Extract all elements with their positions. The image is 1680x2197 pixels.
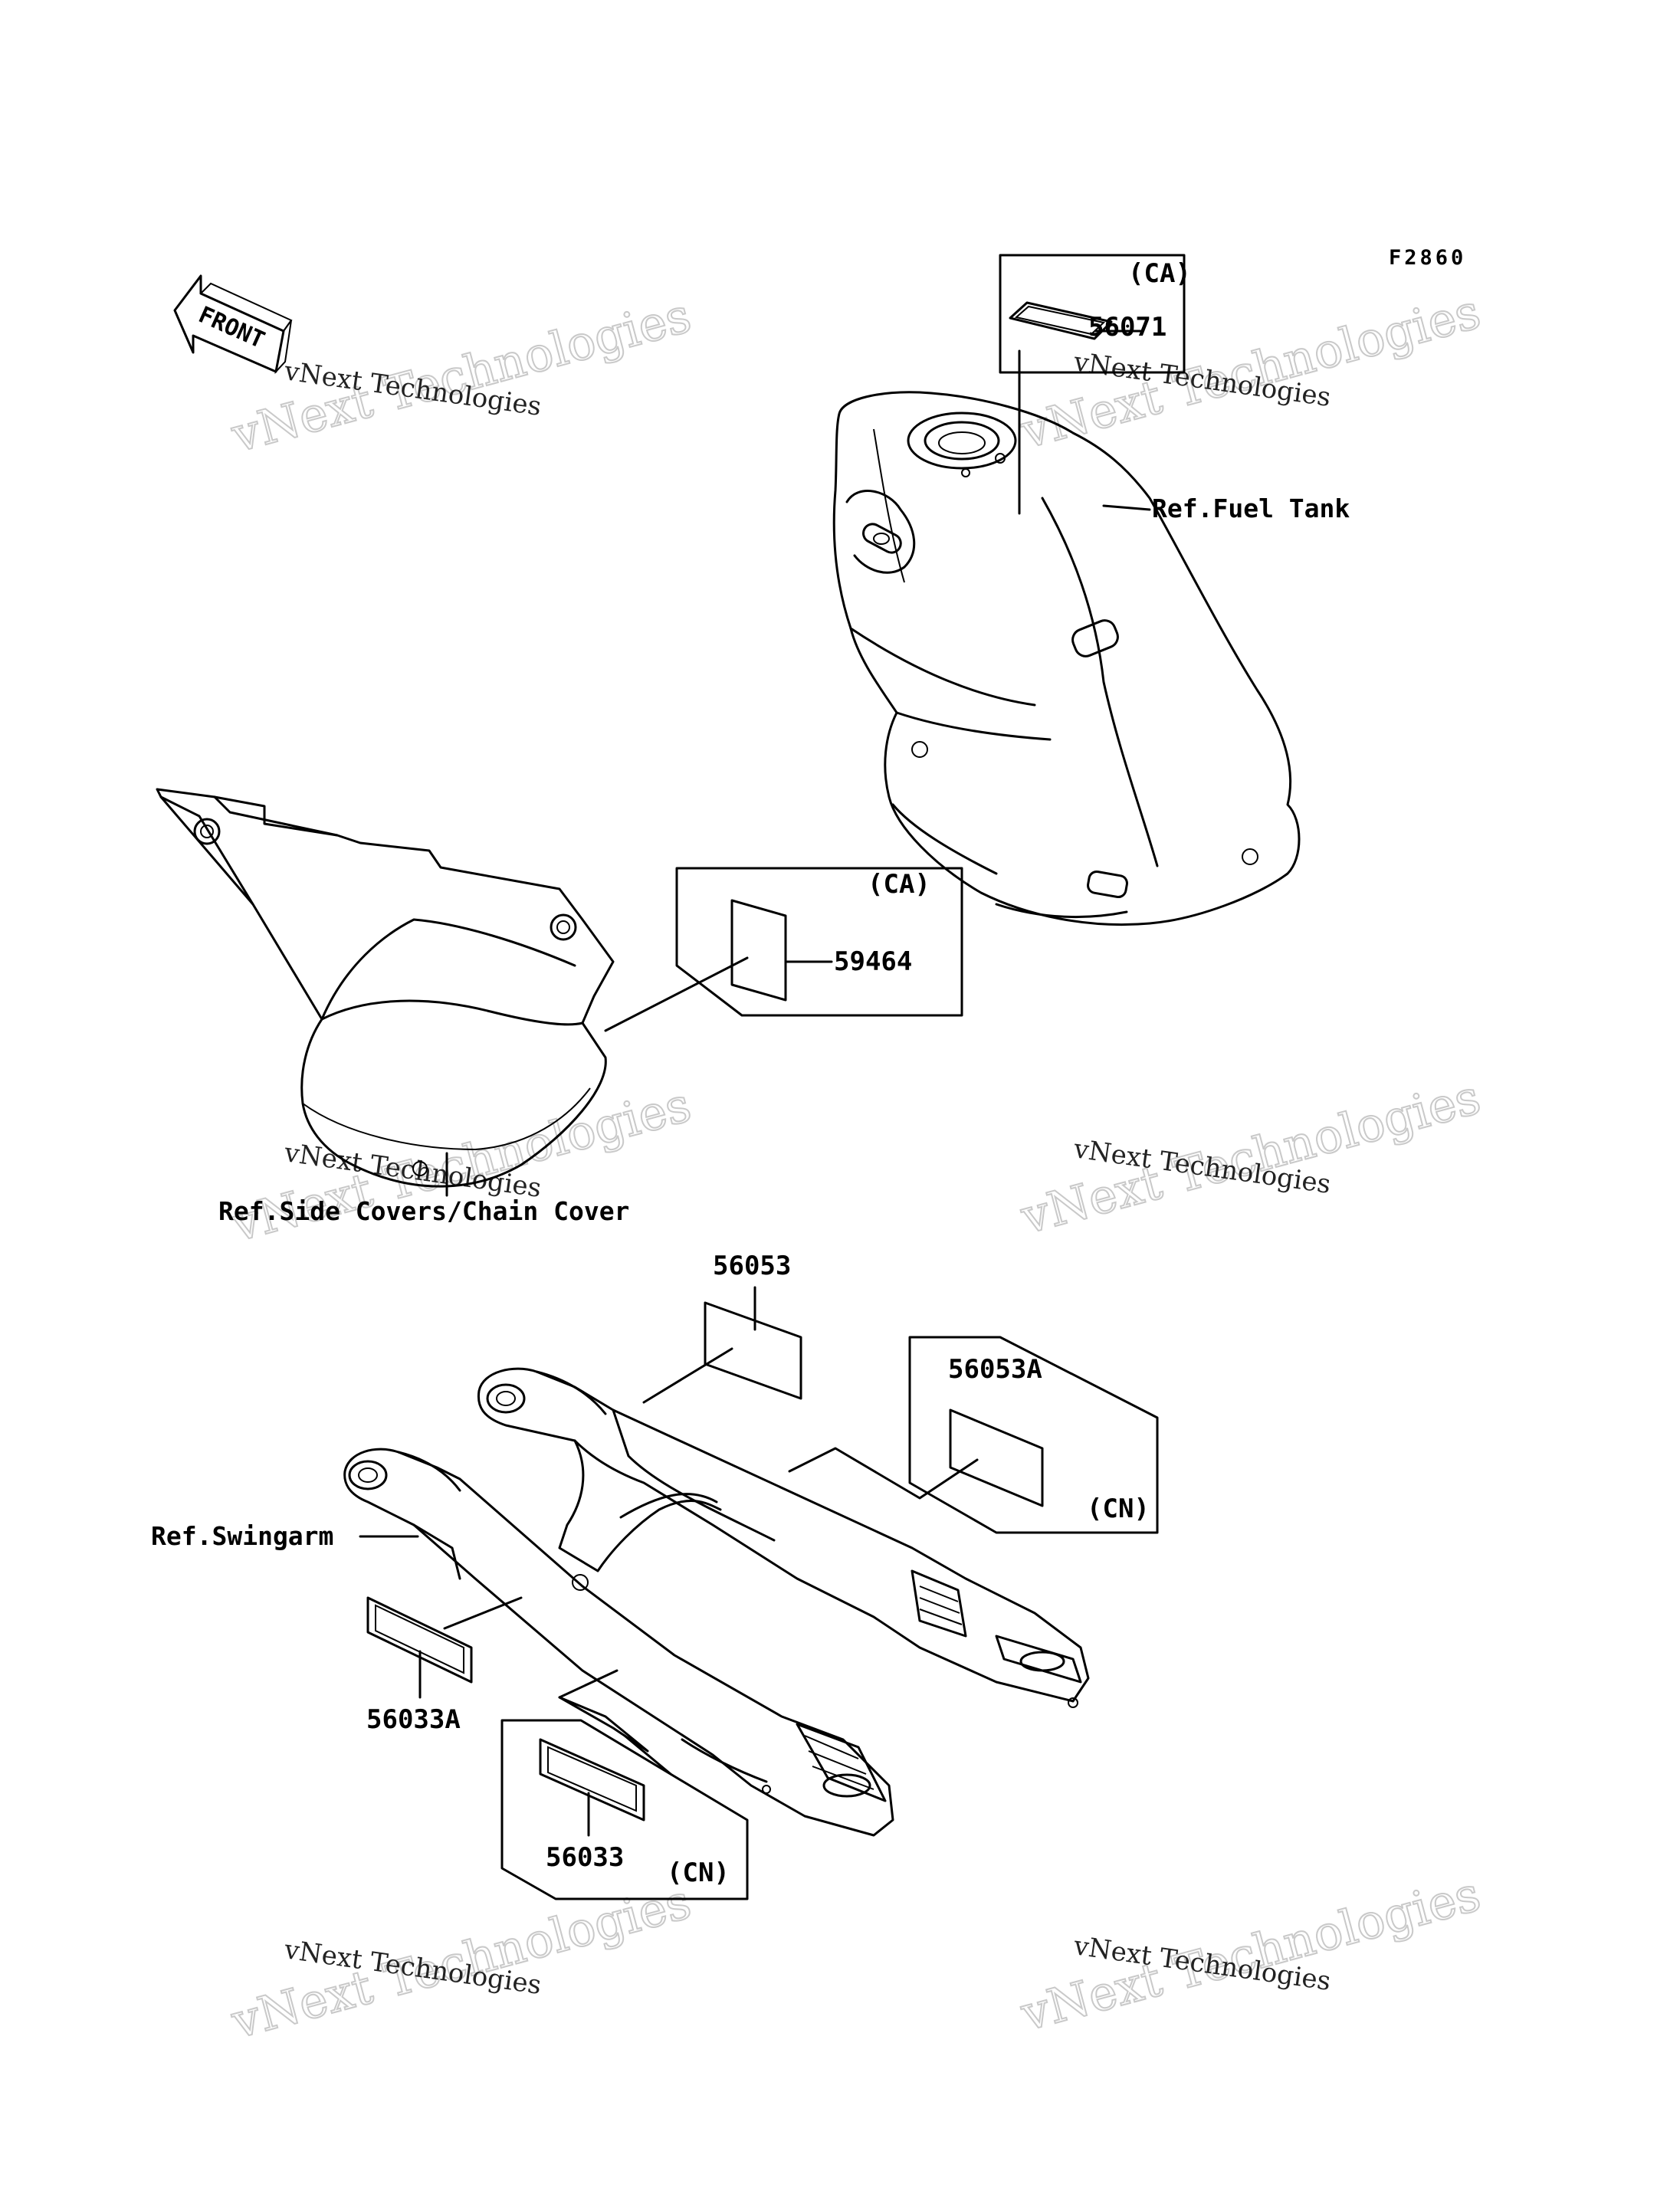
watermark-mid-left: vNext Technologies vNext Technologies	[225, 1076, 697, 1254]
callout-box-ca-tank	[999, 254, 1186, 374]
callout-56053: 56053	[642, 1251, 802, 1404]
callout-box-cn-56033	[500, 1719, 749, 1900]
front-arrow-icon: FRONT	[173, 274, 293, 375]
part-56033A: 56033A	[366, 1704, 461, 1735]
callout-box-cn-56053A	[908, 1336, 1159, 1534]
leader-56053A	[788, 1447, 979, 1500]
sticker-56053	[704, 1301, 802, 1400]
tank-side-knob	[1071, 619, 1119, 657]
figure-code: F2860	[1389, 246, 1466, 270]
sticker-56053A	[949, 1408, 1044, 1507]
filler-cap-inner	[924, 421, 1000, 461]
leader-fuel-tank	[1102, 504, 1151, 511]
watermark-bottom-right: vNext Technologies vNext Technologies	[1014, 1865, 1487, 2043]
part-59464: 59464	[834, 946, 912, 977]
filler-cap-outer	[907, 412, 1017, 470]
swingarm-lower-arm	[343, 1448, 894, 1837]
leader-56033	[558, 1669, 619, 1699]
leader-56033A	[443, 1596, 523, 1630]
region-ca-cover: (CA)	[868, 869, 930, 900]
part-56033: 56033	[546, 1842, 624, 1873]
ref-swingarm: Ref.Swingarm	[151, 1521, 333, 1551]
part-56053: 56053	[713, 1251, 791, 1281]
callout-59464: (CA) 59464	[604, 867, 963, 1032]
watermark-mid-right: vNext Technologies vNext Technologies	[1014, 1068, 1487, 1246]
side-cover-outline	[156, 788, 615, 1188]
sticker-59464	[730, 899, 787, 1002]
leader-59464	[604, 956, 749, 1032]
watermark-top-left: vNext Technologies vNext Technologies	[225, 287, 697, 464]
swingarm-drawing: Ref.Swingarm	[151, 1367, 1090, 1837]
swingarm-upper-arm	[477, 1367, 1090, 1703]
region-cn-56053A: (CN)	[1087, 1494, 1150, 1524]
fuel-tank-drawing: (CA) 56071 Ref.Fuel Tank	[832, 254, 1350, 926]
front-label: FRONT	[195, 301, 269, 354]
sticker-56033	[539, 1738, 645, 1822]
sticker-56033A	[366, 1596, 473, 1684]
callout-56033: 56033 (CN)	[500, 1669, 749, 1900]
callout-56053A: 56053A (CN)	[788, 1336, 1159, 1534]
part-56053A: 56053A	[948, 1354, 1042, 1385]
sticker-56071	[1009, 301, 1113, 340]
region-cn-56033: (CN)	[667, 1858, 730, 1888]
ref-side-covers: Ref.Side Covers/Chain Cover	[218, 1196, 629, 1226]
callout-56033A: 56033A	[366, 1596, 523, 1735]
ref-fuel-tank: Ref.Fuel Tank	[1152, 494, 1350, 523]
part-56071: 56071	[1088, 312, 1166, 343]
fuel-tank-outline	[832, 391, 1301, 926]
side-cover-drawing: Ref.Side Covers/Chain Cover	[156, 788, 629, 1226]
callout-box-ca-cover	[675, 867, 963, 1017]
leader-56053	[642, 1347, 733, 1404]
region-ca-tank: (CA)	[1128, 258, 1191, 289]
